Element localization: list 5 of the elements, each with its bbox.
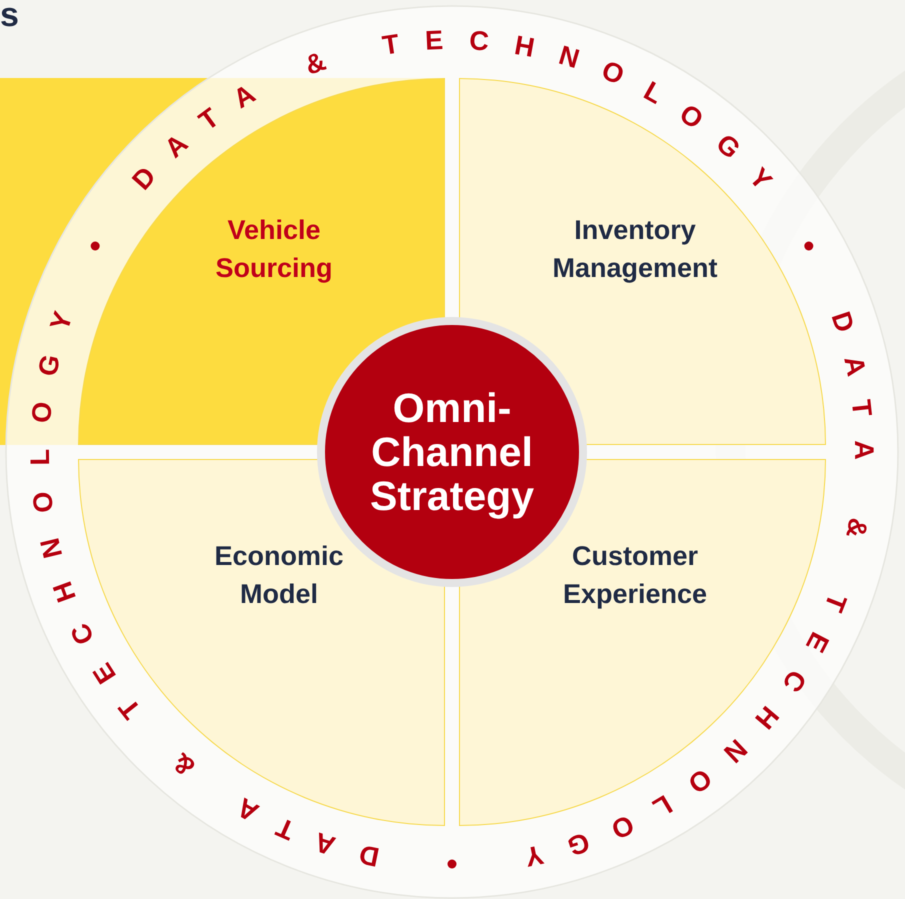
quadrant-title: Inventory Management xyxy=(551,214,719,285)
quadrant-title: Economic Model xyxy=(213,540,345,611)
center-title: Omni-Channel Strategy xyxy=(368,386,536,518)
quadrant-title: Vehicle Sourcing xyxy=(214,214,334,285)
heading-text: s xyxy=(0,0,19,32)
